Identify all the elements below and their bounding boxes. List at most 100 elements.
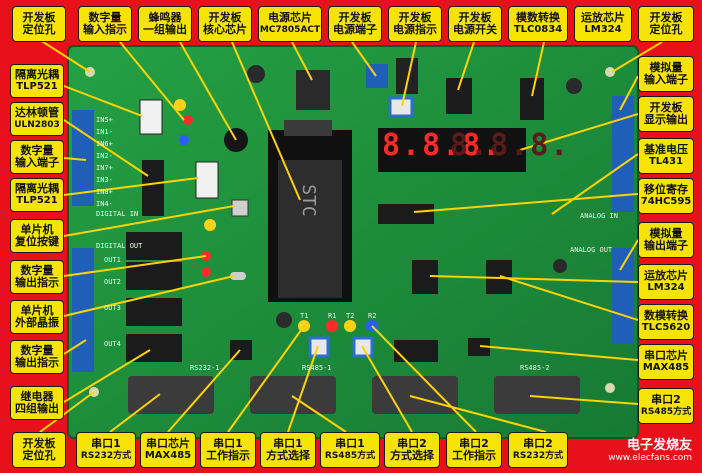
leader-lines [39, 39, 663, 433]
led-blue [179, 135, 189, 145]
label-dev-board-power-switch: 开发板电源开关 [448, 6, 502, 42]
silk-digital-out: DIGITAL OUT [96, 242, 143, 250]
jumper-serial1 [308, 336, 330, 358]
label-buzzer-output: 蜂鸣器一组输出 [138, 6, 192, 42]
silk-rs485-2: RS485-2 [520, 364, 550, 372]
silk-analog-in: ANALOG IN [580, 212, 618, 220]
display-digits-lit: 8.8.8. [382, 128, 503, 163]
led-red-3 [201, 267, 211, 277]
label-analog-input-terminal: 模拟量输入端子 [638, 56, 694, 92]
74hc595-chip [378, 204, 434, 224]
max232-chip [394, 340, 438, 362]
silk-out-pin: OUT2 [104, 278, 121, 286]
silk-out-pin: OUT4 [104, 340, 121, 348]
silk-rs485-1: RS485-1 [302, 364, 332, 372]
db9-rs485-1 [250, 376, 336, 414]
label-digital-input-terminal: 数字量输入端子 [10, 140, 64, 174]
hole-tr [605, 67, 615, 77]
uln2803-chip [142, 160, 164, 216]
led-t2 [344, 320, 356, 332]
silk-r1: R1 [328, 312, 337, 320]
led-yellow-2 [204, 219, 216, 231]
silk-in-pin: IN7+ [96, 164, 113, 172]
silk-digital-in: DIGITAL IN [96, 210, 139, 218]
silk-in-pin: IN4- [96, 200, 113, 208]
label-dev-board-locating-hole-tl: 开发板定位孔 [12, 6, 66, 42]
regulator-7805 [296, 70, 330, 110]
silk-out-pin: OUT3 [104, 304, 121, 312]
analog-input-terminal-block [612, 96, 634, 212]
silk-rs232-1: RS232-1 [190, 364, 220, 372]
capacitor-1 [247, 65, 265, 83]
silk-in-pin: IN2- [96, 152, 113, 160]
led-yellow [174, 99, 186, 111]
tlc0834-chip [446, 78, 472, 114]
display-digits-dim: 8.8.8. [450, 128, 571, 163]
capacitor-3 [566, 78, 582, 94]
silk-out-pin: OUT1 [104, 256, 121, 264]
label-digital-input-indicator: 数字量输入指示 [78, 6, 132, 42]
silk-in-pin: IN5+ [96, 116, 113, 124]
label-mcu-external-crystal: 单片机外部晶振 [10, 300, 64, 334]
power-jack [396, 58, 418, 94]
silk-in-pin: IN8+ [96, 188, 113, 196]
silk-t1: T1 [300, 312, 309, 320]
led-red-2 [201, 251, 211, 261]
silk-in-pin: IN6+ [96, 140, 113, 148]
label-dev-board-power-indicator: 开发板电源指示 [388, 6, 442, 42]
label-digital-output-indicator-2: 数字量输出指示 [10, 340, 64, 374]
relay-1 [126, 232, 182, 260]
power-switch [388, 96, 414, 118]
watermark-url: www.elecfans.com [608, 453, 692, 463]
crystal [230, 272, 246, 280]
label-dev-board-power-terminal: 开发板电源端子 [328, 6, 382, 42]
label-dev-board-display-output: 开发板显示输出 [638, 96, 694, 132]
relay-4 [126, 334, 182, 362]
digital-input-terminal-block [72, 110, 94, 206]
label-analog-output-terminal: 模拟量输出端子 [638, 222, 694, 258]
max485-chip-right [468, 338, 490, 356]
db9-serial2 [372, 376, 458, 414]
relay-3 [126, 298, 182, 326]
silk-t2: T2 [346, 312, 355, 320]
watermark-text: 电子发烧友 [626, 438, 692, 453]
silk-in-pin: IN1- [96, 128, 113, 136]
capacitor-4 [553, 259, 567, 273]
optocoupler-2 [195, 161, 219, 199]
db9-rs485-2 [494, 376, 580, 414]
capacitor-2 [276, 312, 292, 328]
mcu-lever [284, 120, 332, 136]
digital-output-terminal-block [72, 248, 94, 372]
lm324-chip-top [520, 78, 544, 120]
label-mcu-reset-button: 单片机复位按键 [10, 219, 64, 253]
led-red [183, 115, 193, 125]
mcu-chip [278, 160, 342, 298]
analog-output-terminal-block [612, 248, 634, 344]
optocoupler-1 [139, 99, 163, 135]
hole-br [605, 383, 615, 393]
label-dev-board-core-chip: 开发板核心芯片 [198, 6, 252, 42]
watermark: 电子发烧友 www.elecfans.com [608, 439, 692, 465]
